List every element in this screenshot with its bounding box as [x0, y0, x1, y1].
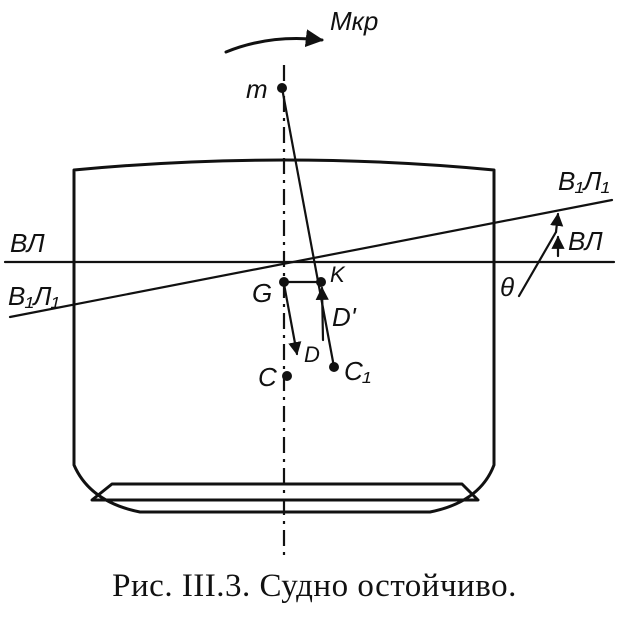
metacenter-point [277, 83, 287, 93]
k-point-label: K [330, 262, 346, 287]
inclined-waterline-label-right: В₁Л₁ [558, 166, 610, 196]
inclined-buoyancy-center-point [329, 362, 339, 372]
heeling-moment-arrow [224, 29, 324, 54]
gravity-center-point [279, 277, 289, 287]
moment-label: Mкр [330, 6, 378, 36]
ship-stability-diagram: Mкр m ВЛ ВЛ В₁Л₁ В₁Л₁ θ G K D' D C C₁ [3, 6, 616, 555]
angle-label: θ [500, 272, 514, 302]
buoyancy-vector [315, 286, 329, 342]
buoyancy-center-label: C [258, 362, 277, 392]
metacenter-label: m [246, 74, 268, 104]
angle-arrow-inclined [550, 212, 564, 234]
metacentric-line [280, 86, 336, 369]
inclined-waterline [8, 198, 614, 319]
k-point [316, 277, 326, 287]
weight-vector [282, 282, 302, 356]
gravity-center-label: G [252, 278, 272, 308]
buoyancy-center-point [282, 371, 292, 381]
waterline-label-right: ВЛ [568, 226, 603, 256]
waterline-label-left: ВЛ [10, 228, 45, 258]
figure-caption: Рис. III.3. Судно остойчиво. [112, 568, 517, 604]
angle-leader [517, 230, 558, 298]
inclined-buoyancy-center-label: C₁ [344, 356, 371, 386]
hull-inner-bottom [90, 482, 480, 502]
displacement-label: D [304, 342, 320, 367]
inclined-waterline-label-left: В₁Л₁ [8, 281, 60, 311]
buoyancy-force-label: D' [332, 302, 357, 332]
